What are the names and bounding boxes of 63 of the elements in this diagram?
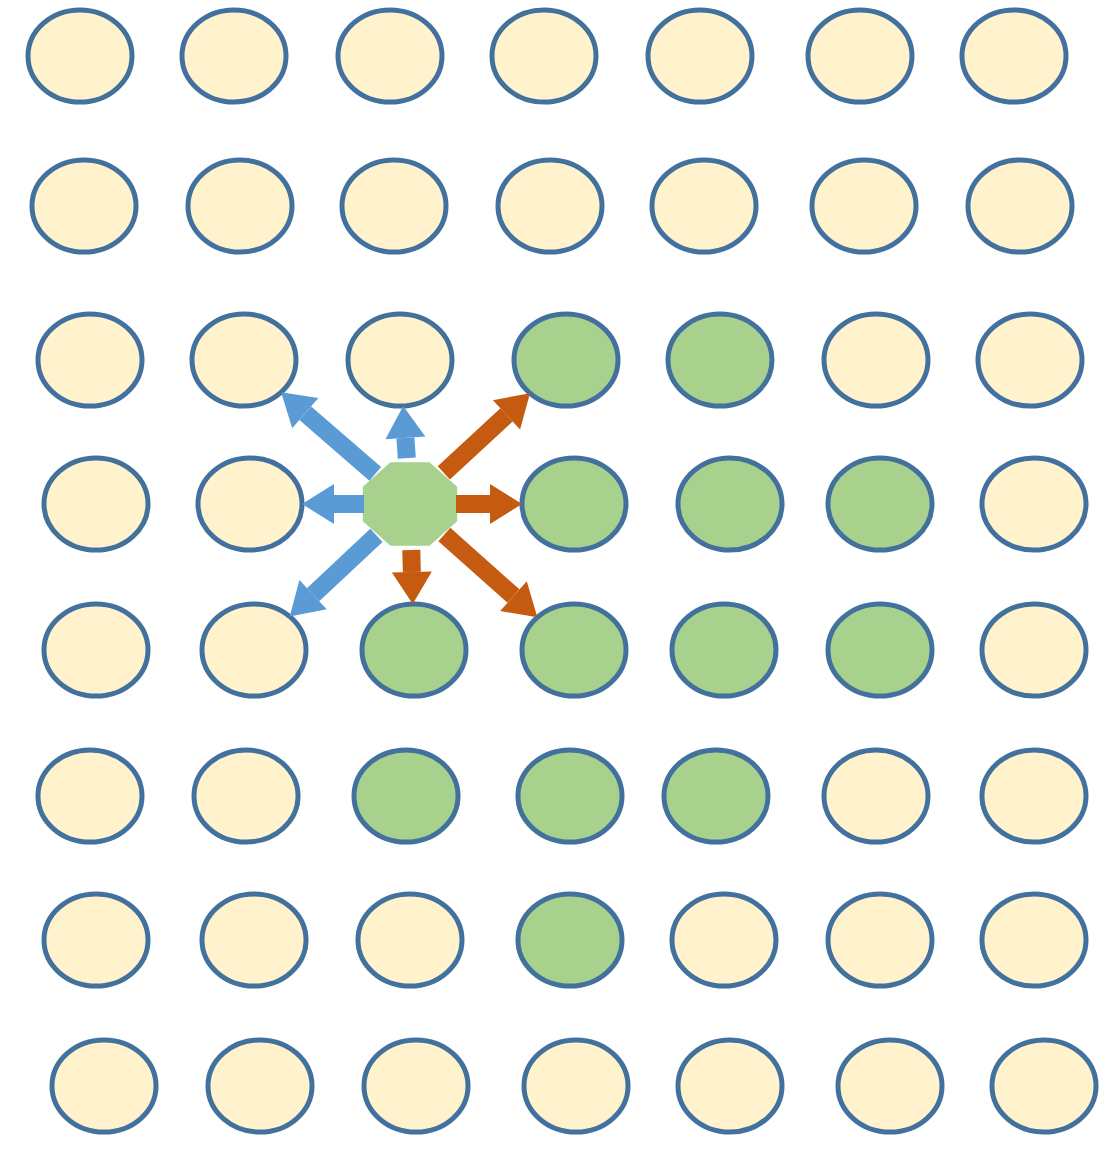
grid-circle [804, 6, 916, 106]
arrow [281, 392, 382, 481]
grid-circle [514, 890, 626, 990]
grid-circle [824, 600, 936, 700]
arrow [385, 405, 426, 459]
grid-circle [178, 6, 290, 106]
grid-circle [34, 310, 146, 410]
grid-circle [978, 746, 1090, 846]
grid-circle [648, 156, 760, 256]
grid-circle [668, 890, 780, 990]
grid-circle [40, 890, 152, 990]
grid-circle [198, 600, 310, 700]
arrow [289, 528, 383, 617]
grid-circle [518, 600, 630, 700]
arrow [438, 527, 538, 618]
grid-circle [338, 156, 450, 256]
grid-circle [34, 746, 146, 846]
grid-circle [834, 1036, 946, 1136]
grid-circle [978, 890, 1090, 990]
grid-circle [820, 310, 932, 410]
grid-circle [510, 310, 622, 410]
grid-circle [40, 600, 152, 700]
grid-circle [190, 746, 302, 846]
arrow [437, 393, 530, 480]
grid-circle [824, 890, 936, 990]
grid-circle [24, 6, 136, 106]
grid-circle [520, 1036, 632, 1136]
grid-circle [958, 6, 1070, 106]
arrow [456, 484, 522, 524]
grid-circle [518, 454, 630, 554]
grid-circle [978, 454, 1090, 554]
grid-circle [664, 310, 776, 410]
grid-circle [820, 746, 932, 846]
grid-circle [988, 1036, 1100, 1136]
grid-circle [344, 310, 456, 410]
grid-circle [808, 156, 920, 256]
grid-circle [978, 600, 1090, 700]
grid-circle [644, 6, 756, 106]
grid-circle [964, 156, 1076, 256]
grid-circle [188, 310, 300, 410]
grid-circle [204, 1036, 316, 1136]
grid-circle [494, 156, 606, 256]
grid-circle [360, 1036, 472, 1136]
grid-circle [674, 454, 786, 554]
grid-circle [194, 454, 306, 554]
grid-circle [184, 156, 296, 256]
grid-circle [354, 890, 466, 990]
grid-circle [334, 6, 446, 106]
arrow [302, 484, 364, 524]
grid-circle [350, 746, 462, 846]
grid-circle [668, 600, 780, 700]
grid-circle [198, 890, 310, 990]
grid-circle [514, 746, 626, 846]
grid-circle [824, 454, 936, 554]
grid-circle [488, 6, 600, 106]
grid-circle [358, 600, 470, 700]
grid-circle [40, 454, 152, 554]
grid-circle [48, 1036, 160, 1136]
grid-circle [660, 746, 772, 846]
grid-circle [674, 1036, 786, 1136]
grid-circle [28, 156, 140, 256]
grid-circle [974, 310, 1086, 410]
arrow [391, 549, 432, 604]
